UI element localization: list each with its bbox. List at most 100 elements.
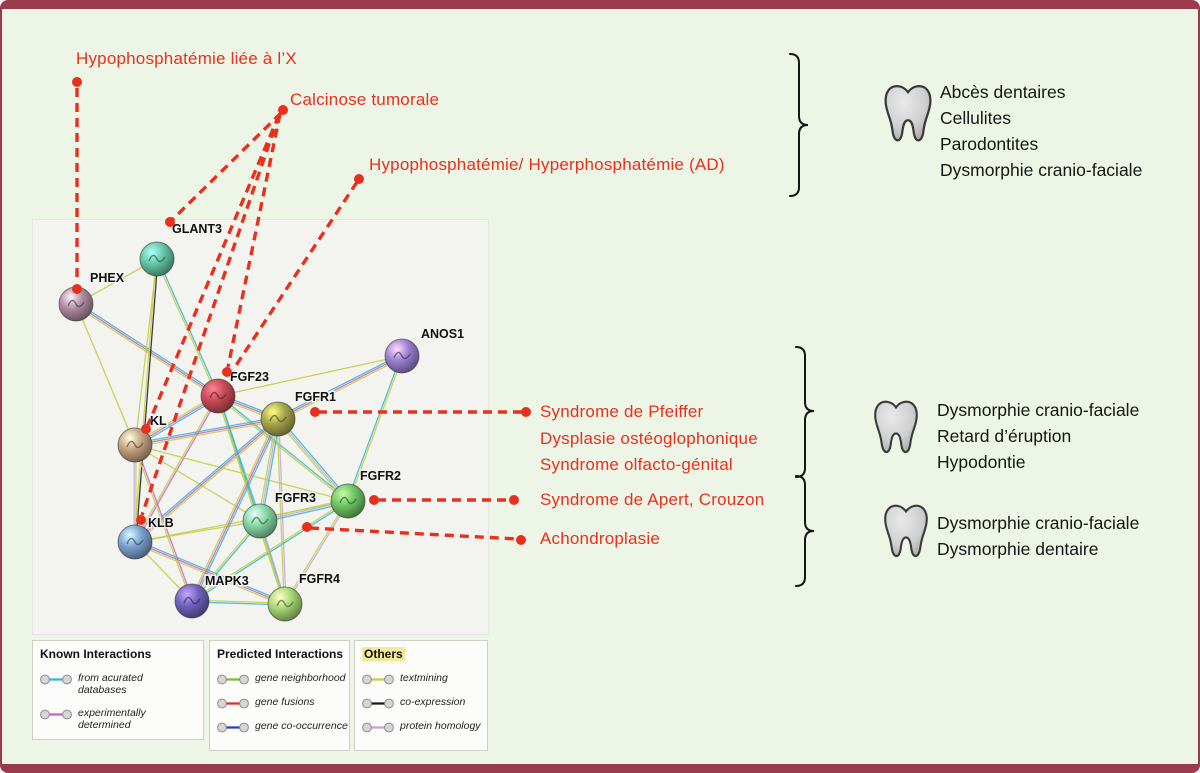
node-label-GLANT3: GLANT3 <box>172 222 222 236</box>
red-annotation-links <box>72 77 531 545</box>
red-dot <box>516 535 526 545</box>
annotation-calcinose-tumorale: Calcinose tumorale <box>290 90 440 109</box>
node-label-MAPK3: MAPK3 <box>205 574 249 588</box>
node-structure-FGF23 <box>209 391 227 400</box>
edge-KL-MAPK3 <box>133 445 192 602</box>
phenotype-list-1: Abcès dentaires Cellulites Parodontites … <box>940 79 1142 183</box>
legend-item-curated: from acurated databases <box>39 672 203 696</box>
phenotype-item: Parodontites <box>940 134 1039 154</box>
edge-KLB-FGFR3 <box>134 520 261 543</box>
edge-FGFR1-FGFR2 <box>278 417 350 501</box>
phenotype-item: Hypodontie <box>937 452 1026 472</box>
red-dot <box>222 367 232 377</box>
legend-title-others: Others <box>362 647 405 661</box>
edge-FGF23-KLB <box>135 396 220 543</box>
legend-title-known: Known Interactions <box>40 647 152 661</box>
edge-FGFR1-ANOS1 <box>277 355 403 420</box>
node-label-FGFR1: FGFR1 <box>295 390 336 404</box>
phenotype-item: Cellulites <box>940 108 1011 128</box>
annotation-hyper-hypo-ad: Hypophosphatémie/ Hyperphosphatémie (AD) <box>369 155 725 174</box>
red-dashed-line <box>146 114 281 426</box>
edge-FGF23-FGFR4 <box>218 395 287 604</box>
annotation-achondroplasie: Achondroplasie <box>540 529 660 548</box>
edge-glyph-coexpression-icon <box>362 698 394 709</box>
node-structure-FGFR4 <box>276 599 294 608</box>
legend-box-predicted-interactions: Predicted Interactions gene neighborhood… <box>209 640 350 751</box>
red-dashed-line <box>309 526 519 541</box>
red-dot <box>354 174 364 184</box>
legend-label: experimentally determined <box>78 707 146 731</box>
red-dot <box>278 105 288 115</box>
red-dashed-line <box>226 113 282 368</box>
node-structure-FGFR2 <box>339 496 357 505</box>
legend-item-neighborhood: gene neighborhood <box>216 672 349 685</box>
edge-PHEX-FGF23 <box>76 301 220 396</box>
grouping-brace <box>795 475 815 587</box>
node-structure-KL <box>126 440 144 449</box>
edge-FGFR1-MAPK3 <box>193 419 281 603</box>
edge-glyph-cooccurrence-icon <box>217 722 249 733</box>
edge-FGF23-KLB <box>133 395 218 542</box>
node-label-FGF23: FGF23 <box>230 370 269 384</box>
phenotype-list-3: Dysmorphie cranio-faciale Dysmorphie den… <box>937 510 1139 562</box>
red-dashed-line <box>231 181 359 371</box>
node-label-FGFR4: FGFR4 <box>299 572 340 586</box>
legend-label: protein homology <box>400 720 481 732</box>
legend-label: from acurated databases <box>78 672 143 696</box>
red-dashed-line <box>170 111 283 222</box>
edge-FGFR1-MAPK3 <box>189 417 277 601</box>
annotation-syndrome-apert-crouzon: Syndrome de Apert, Crouzon <box>540 490 765 509</box>
legend-item-textmining: textmining <box>361 672 487 685</box>
edge-GLANT3-KLB <box>133 258 157 542</box>
edge-glyph-curated-icon <box>40 674 72 685</box>
legend-box-others: Others textmining co-expression pr <box>354 640 488 751</box>
node-structure-MAPK3 <box>183 596 201 605</box>
legend-box-known-interactions: Known Interactions from acurated databas… <box>32 640 204 740</box>
edge-FGFR2-ANOS1 <box>346 355 402 501</box>
red-dot <box>509 495 519 505</box>
edge-FGF23-FGFR2 <box>218 394 349 501</box>
edge-glyph-neighborhood-icon <box>217 674 249 685</box>
edge-FGFR1-ANOS1 <box>278 357 404 422</box>
edge-FGFR2-ANOS1 <box>348 356 404 502</box>
edge-glyph-experimental-icon <box>40 709 72 720</box>
network-panel <box>32 219 489 635</box>
edge-PHEX-FGF23 <box>75 303 219 397</box>
node-label-PHEX: PHEX <box>90 271 125 285</box>
legend-item-fusion: gene fusions <box>216 696 349 709</box>
red-dot <box>141 424 151 434</box>
annotation-dysplasie-osteoglophonique: Dysplasie ostéoglophonique <box>540 429 758 448</box>
legend-title-predicted: Predicted Interactions <box>217 647 344 661</box>
edge-FGFR1-FGFR4 <box>278 418 287 604</box>
legend-item-homology: protein homology <box>361 720 487 733</box>
edge-KLB-FGFR4 <box>135 539 286 603</box>
tooth-icon <box>884 504 928 558</box>
red-dot <box>310 407 320 417</box>
edge-FGFR2-FGFR4 <box>285 501 350 605</box>
node-label-ANOS1: ANOS1 <box>421 327 464 341</box>
red-dot <box>72 284 82 294</box>
edge-KL-MAPK3 <box>135 444 194 601</box>
edge-FGFR1-FGFR4 <box>276 419 285 605</box>
edge-KLB-FGFR1 <box>134 418 279 543</box>
annotation-hypophosphatemie-x: Hypophosphatémie liée à l’X <box>76 49 297 68</box>
legend-item-experimental: experimentally determined <box>39 707 203 731</box>
phenotype-item: Abcès dentaires <box>940 82 1066 102</box>
edge-FGFR1-MAPK3 <box>191 418 279 602</box>
legend-item-cooccurrence: gene co-occurrence <box>216 720 349 733</box>
red-dot <box>136 515 146 525</box>
phenotype-item: Dysmorphie cranio-faciale <box>940 160 1143 180</box>
node-structure-GLANT3 <box>148 254 166 263</box>
phenotype-item: Retard d’éruption <box>937 426 1072 446</box>
node-label-KL: KL <box>150 414 167 428</box>
phenotype-item: Dysmorphie cranio-faciale <box>937 513 1140 533</box>
red-dot <box>302 522 312 532</box>
edge-FGF23-FGFR2 <box>217 396 348 503</box>
edge-FGFR2-FGFR4 <box>283 500 348 604</box>
legend-label: gene co-occurrence <box>255 720 348 732</box>
legend-label: gene neighborhood <box>255 672 346 684</box>
edge-KLB-FGFR1 <box>133 417 278 542</box>
edge-glyph-textmining-icon <box>362 674 394 685</box>
legend-label: gene fusions <box>255 696 315 708</box>
